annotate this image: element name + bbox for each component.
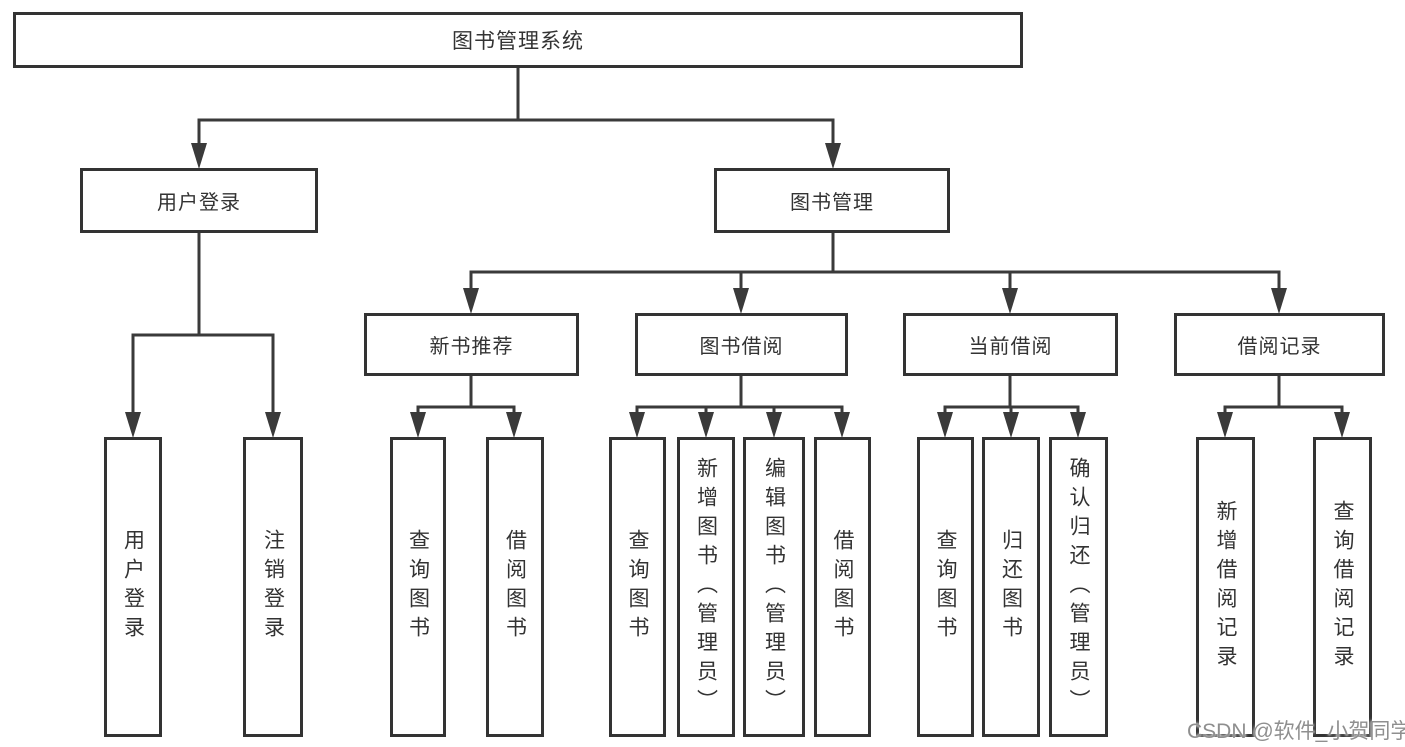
leaf-return-books: 归还图书 xyxy=(982,437,1040,737)
leaf-label: 新增图书（管理员） xyxy=(694,456,718,718)
leaf-label: 借阅图书 xyxy=(503,529,527,645)
leaf-label: 注销登录 xyxy=(261,529,285,645)
node-label: 借阅记录 xyxy=(1237,336,1322,358)
node-current-borrow: 当前借阅 xyxy=(903,313,1118,376)
node-book-management: 图书管理 xyxy=(714,168,950,233)
leaf-add-books-admin: 新增图书（管理员） xyxy=(677,437,735,737)
node-label: 图书借阅 xyxy=(699,336,784,358)
leaf-query-books-current: 查询图书 xyxy=(917,437,974,737)
csdn-watermark: CSDN @软件_小贺同学 xyxy=(1187,720,1405,743)
leaf-borrow-books: 借阅图书 xyxy=(814,437,871,737)
leaf-confirm-return-admin: 确认归还（管理员） xyxy=(1049,437,1108,737)
leaf-label: 归还图书 xyxy=(999,529,1023,645)
leaf-edit-books-admin: 编辑图书（管理员） xyxy=(743,437,805,737)
leaf-query-books-borrow: 查询图书 xyxy=(609,437,666,737)
leaf-label: 查询图书 xyxy=(626,529,649,645)
leaf-label: 查询图书 xyxy=(934,529,957,645)
node-label: 图书管理系统 xyxy=(452,30,584,53)
leaf-label: 编辑图书（管理员） xyxy=(762,456,786,718)
leaf-user-login: 用户登录 xyxy=(104,437,162,737)
arrowhead-icons xyxy=(125,143,1350,438)
node-user-login: 用户登录 xyxy=(80,168,318,233)
leaf-label: 用户登录 xyxy=(121,529,145,645)
leaf-label: 新增借阅记录 xyxy=(1214,500,1237,674)
node-new-book-recommend: 新书推荐 xyxy=(364,313,579,376)
leaf-logout: 注销登录 xyxy=(243,437,303,737)
node-book-borrow: 图书借阅 xyxy=(635,313,848,376)
leaf-borrow-books-recommend: 借阅图书 xyxy=(486,437,544,737)
leaf-query-borrow-record: 查询借阅记录 xyxy=(1313,437,1372,737)
leaf-label: 确认归还（管理员） xyxy=(1067,456,1090,718)
leaf-query-books-recommend: 查询图书 xyxy=(390,437,446,737)
leaf-label: 查询图书 xyxy=(406,529,430,645)
node-label: 新书推荐 xyxy=(429,336,514,358)
node-label: 用户登录 xyxy=(157,192,241,214)
leaf-label: 查询借阅记录 xyxy=(1331,500,1354,674)
leaf-add-borrow-record: 新增借阅记录 xyxy=(1196,437,1255,737)
node-label: 当前借阅 xyxy=(968,336,1053,358)
node-library-management-system: 图书管理系统 xyxy=(13,12,1023,68)
leaf-label: 借阅图书 xyxy=(831,529,854,645)
node-label: 图书管理 xyxy=(790,192,874,214)
node-borrow-records: 借阅记录 xyxy=(1174,313,1385,376)
